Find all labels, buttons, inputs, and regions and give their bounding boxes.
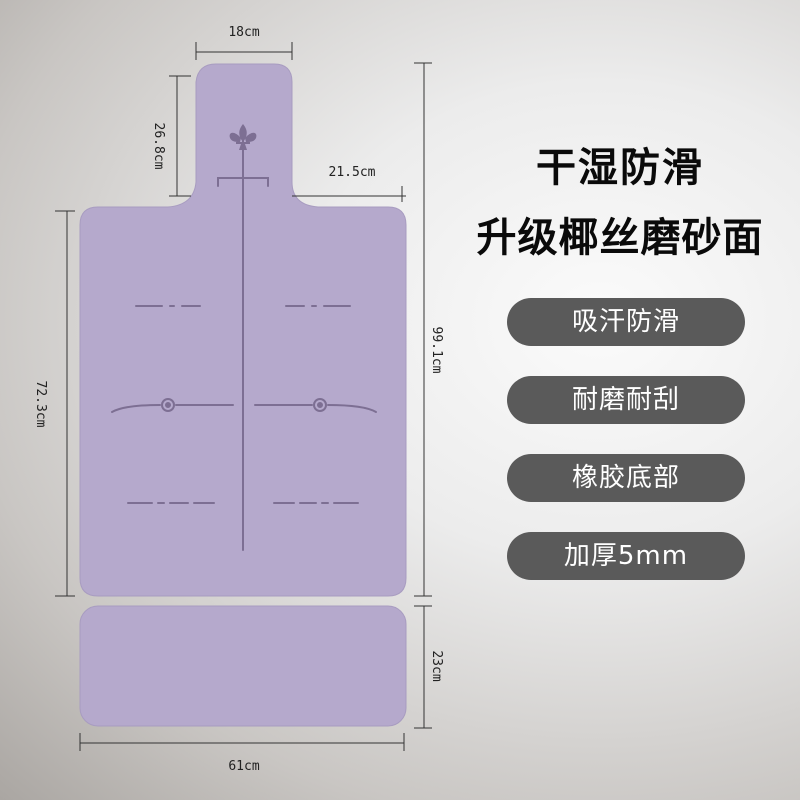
- dim-pad-height: 23cm: [429, 650, 444, 681]
- headline-line-2: 升级椰丝磨砂面: [476, 215, 764, 261]
- mat-alignment-lines: [111, 139, 377, 551]
- headline-line-1: 干湿防滑: [536, 145, 704, 191]
- dim-neck-height: 26.8cm: [151, 123, 166, 170]
- feature-pill-thickened: 加厚5mm: [507, 532, 745, 580]
- feature-pill-wear-resistant: 耐磨耐刮: [507, 376, 745, 424]
- target-circle-icon: [313, 398, 327, 412]
- feature-pill-sweat-absorbent: 吸汗防滑: [507, 298, 745, 346]
- feature-pill-rubber-base: 橡胶底部: [507, 454, 745, 502]
- dim-main-height: 72.3cm: [33, 381, 48, 428]
- fleur-de-lis-icon: [229, 124, 257, 150]
- knee-pad: [79, 605, 407, 727]
- dim-top-width: 18cm: [228, 25, 259, 40]
- target-circle-icon: [161, 398, 175, 412]
- dim-shoulder-width: 21.5cm: [329, 165, 376, 180]
- dim-width: 61cm: [228, 759, 259, 774]
- dimension-lines: [55, 42, 432, 751]
- dim-total-height: 99.1cm: [429, 327, 444, 374]
